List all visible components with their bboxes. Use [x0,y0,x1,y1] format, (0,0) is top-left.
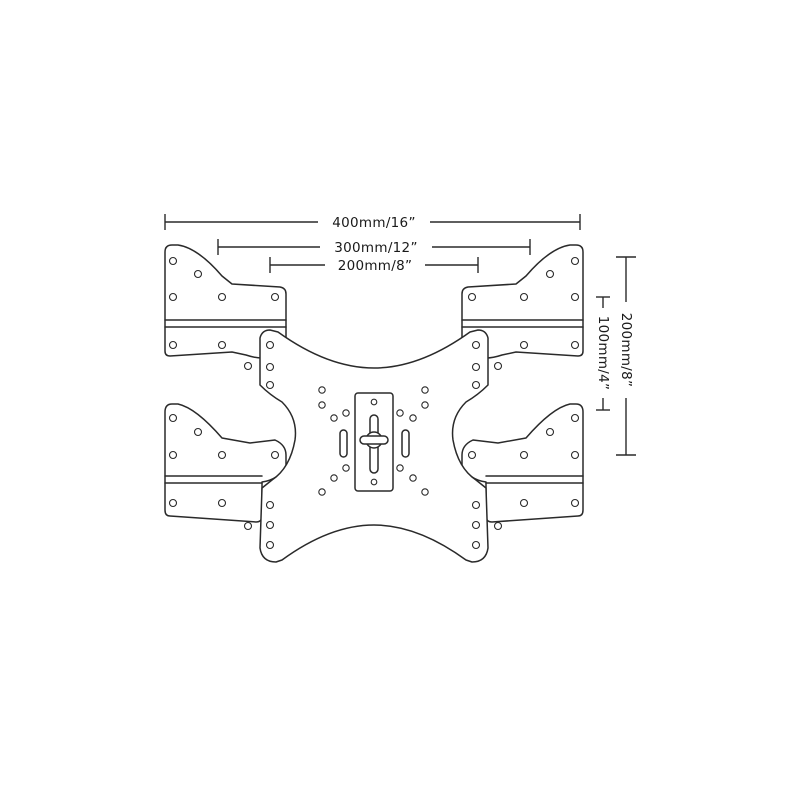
dimension-label-400: 400mm/16” [332,215,416,231]
dimension-label-300: 300mm/12” [334,240,418,256]
dimension-200mm-vertical: 200mm/8” [616,256,637,456]
dimension-100mm-vertical: 100mm/4” [594,296,614,411]
dimension-label-200-v: 200mm/8” [618,313,634,388]
left-slot [339,429,348,458]
dimension-label-100-v: 100mm/4” [595,316,611,391]
dimension-400mm: 400mm/16” [164,212,581,232]
dimension-200mm-horizontal: 200mm/8” [269,256,479,275]
center-keyhole [359,398,389,486]
dimension-label-200-h: 200mm/8” [338,258,413,274]
right-slot [401,429,410,458]
dimension-300mm: 300mm/12” [217,237,531,257]
mounting-holes [168,256,580,550]
